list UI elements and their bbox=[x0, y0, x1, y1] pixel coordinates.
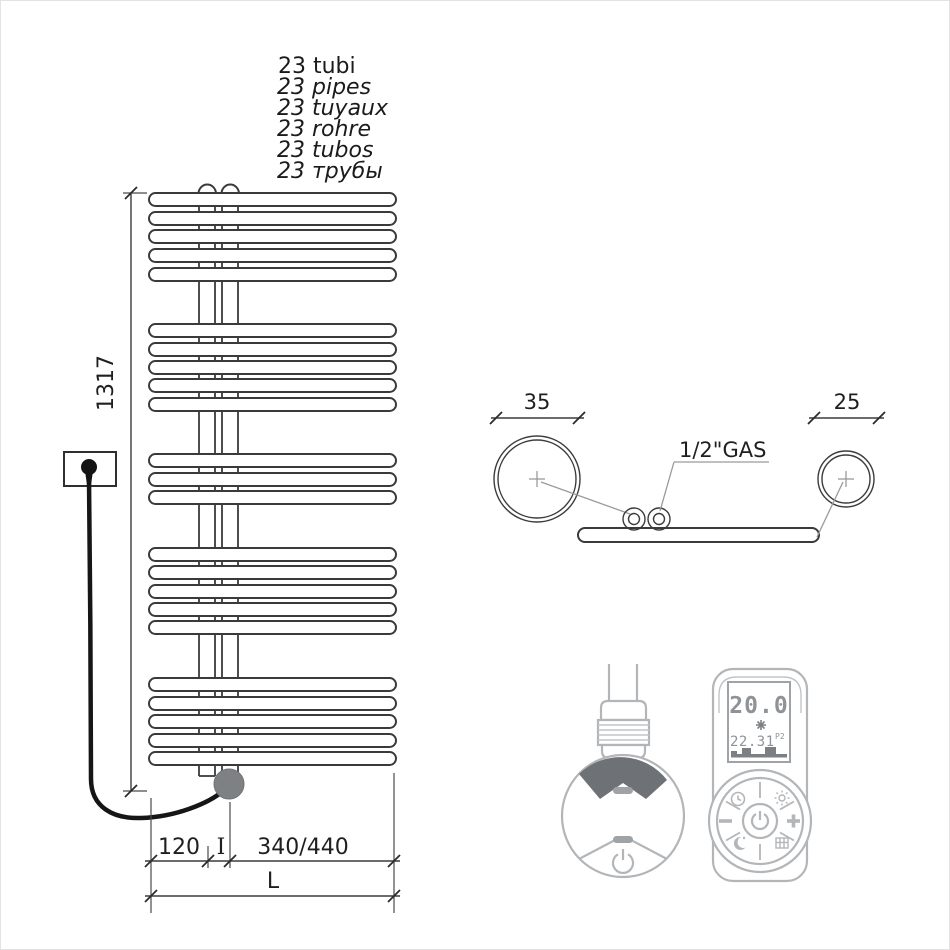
heating-element-detail bbox=[560, 664, 686, 879]
gas-connection-label: 1/2"GAS bbox=[679, 438, 766, 462]
width-options-value: 340/440 bbox=[257, 835, 348, 860]
element-collar bbox=[599, 699, 648, 722]
lcd-temperature: 20.0 bbox=[729, 693, 788, 719]
total-width-value: L bbox=[267, 869, 280, 894]
power-button-icon bbox=[750, 811, 770, 831]
comfort-mode-icon bbox=[774, 790, 790, 806]
power-connection bbox=[63, 451, 245, 821]
lcd-program: P2 bbox=[775, 732, 785, 741]
height-value: 1317 bbox=[94, 355, 119, 411]
pipe-section-bar bbox=[577, 527, 820, 543]
heating-indicator-icon bbox=[756, 720, 766, 730]
dial-spokes bbox=[725, 782, 795, 860]
label-truby: 23 трубы bbox=[277, 159, 383, 184]
gas-connections bbox=[622, 507, 671, 531]
knob-indicator-slot-bottom bbox=[613, 836, 633, 843]
pipe-group-4 bbox=[148, 547, 397, 635]
element-threads bbox=[596, 718, 651, 747]
dimension-widths: 120 I 340/440 L bbox=[144, 773, 401, 913]
clock-icon bbox=[730, 791, 746, 807]
label-tuyaux: 23 tuyaux bbox=[277, 96, 389, 121]
remote-inner-outline bbox=[718, 676, 802, 713]
label-tubi: 23 tubi bbox=[278, 54, 356, 79]
section-view: 35 1/2"GAS 25 bbox=[489, 390, 886, 543]
collector-section bbox=[493, 435, 581, 523]
knob-shaded-sector bbox=[579, 757, 667, 799]
power-cable bbox=[86, 476, 226, 821]
pipe-end-section bbox=[817, 450, 875, 508]
radiator-front-view bbox=[148, 183, 397, 777]
plus-button bbox=[787, 814, 800, 828]
interaxis-value: I bbox=[217, 835, 226, 860]
heating-element bbox=[213, 768, 245, 800]
control-dial bbox=[707, 768, 813, 874]
pipe-diameter-value: 25 bbox=[834, 390, 861, 414]
label-rohre: 23 rohre bbox=[277, 117, 371, 142]
vent-cap-left bbox=[197, 183, 218, 194]
dimension-height: 1317 bbox=[94, 186, 147, 798]
pipe-group-2 bbox=[148, 323, 397, 412]
remote-control: 20.0 22.31 P2 bbox=[707, 667, 813, 883]
label-pipes: 23 pipes bbox=[277, 75, 371, 100]
collector-diameter-value: 35 bbox=[524, 390, 551, 414]
lcd-time: 22.31 bbox=[730, 734, 775, 750]
label-tubos: 23 tubos bbox=[277, 138, 373, 163]
pipe-group-3 bbox=[148, 453, 397, 505]
offset-value: 120 bbox=[158, 835, 200, 860]
lcd-schedule-bars bbox=[731, 747, 787, 758]
lcd-display: 20.0 22.31 P2 bbox=[727, 681, 791, 763]
power-button bbox=[741, 802, 779, 840]
power-icon bbox=[611, 849, 635, 875]
pipe-group-5 bbox=[148, 677, 397, 766]
night-mode-icon bbox=[733, 836, 746, 850]
pipe-count-labels: 23 tubi 23 pipes 23 tuyaux 23 rohre 23 t… bbox=[277, 54, 389, 184]
program-grid-icon bbox=[775, 837, 789, 849]
vent-cap-right bbox=[220, 183, 241, 194]
knob-indicator-slot-top bbox=[613, 787, 633, 794]
plug-stem bbox=[85, 471, 93, 485]
pipe-group-1 bbox=[148, 192, 397, 282]
knob-chevron bbox=[578, 838, 668, 860]
